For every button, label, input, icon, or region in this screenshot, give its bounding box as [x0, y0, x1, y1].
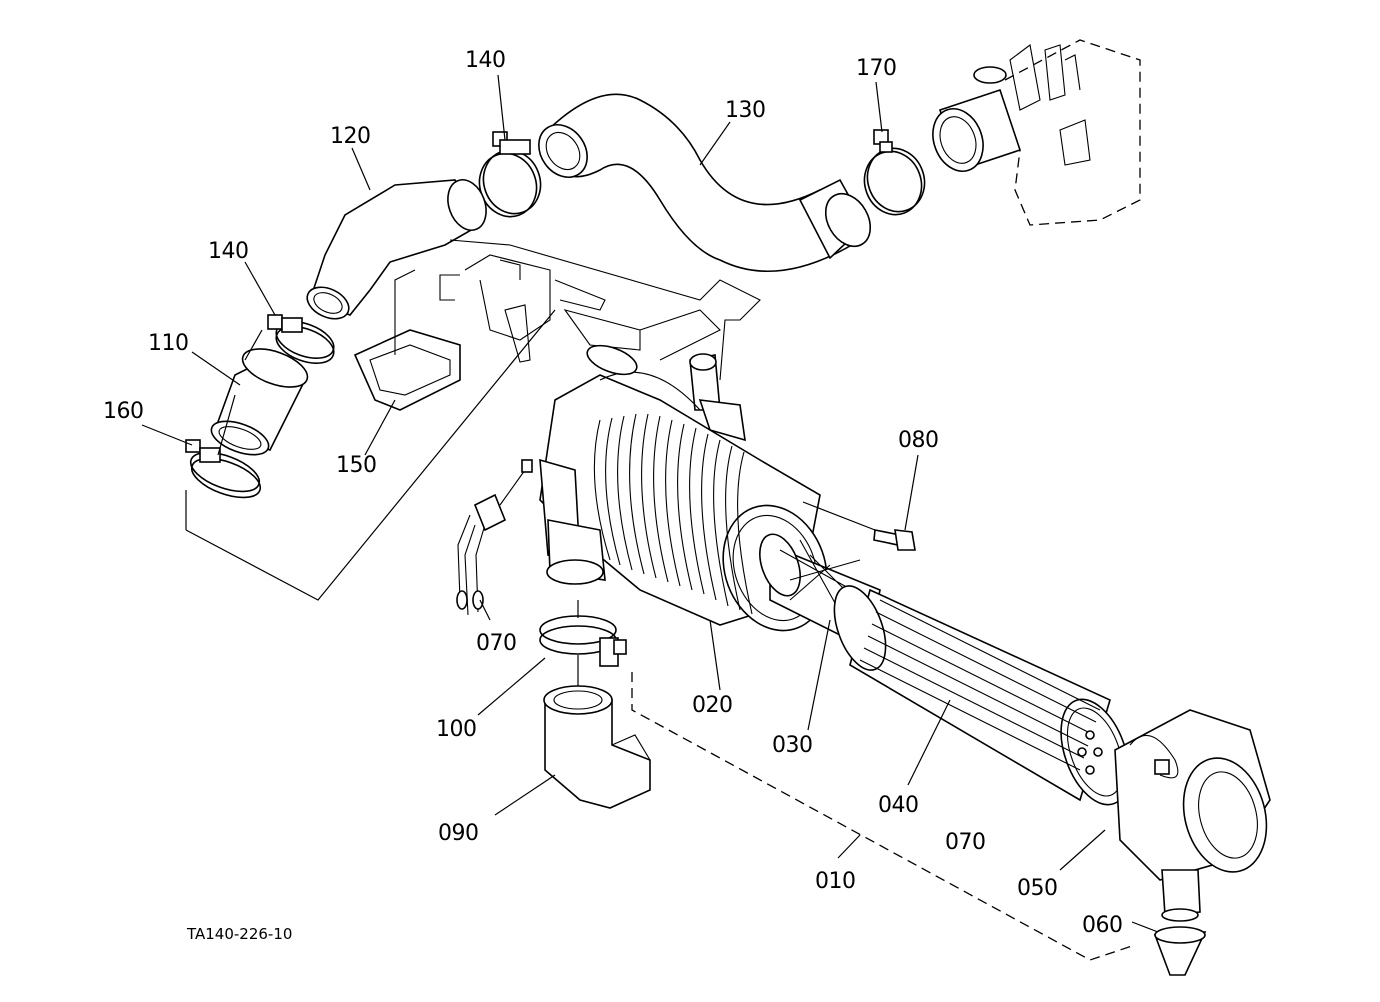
- part-label-030: 030: [772, 733, 813, 758]
- pleat-lines: [859, 599, 1101, 771]
- engine-block-phantom: [973, 39, 1141, 226]
- hose-130: [538, 93, 872, 273]
- elbow-120: [306, 179, 487, 320]
- part-label-090: 090: [438, 821, 479, 846]
- outer-filter-040: [833, 585, 1130, 806]
- part-label-080: 080: [898, 428, 939, 453]
- hose-axis-line: [217, 394, 236, 456]
- clamp-100: [539, 615, 627, 667]
- part-label-020: 020: [692, 693, 733, 718]
- part-label-010: 010: [815, 869, 856, 894]
- part-label-140-upper: 140: [465, 48, 506, 73]
- clamp-160: [185, 439, 262, 499]
- part-label-070: 070: [945, 830, 986, 855]
- diagram-reference-code: TA140-226-10: [186, 925, 292, 943]
- part-label-040: 040: [878, 793, 919, 818]
- bolt-080: [873, 529, 916, 551]
- valve-060: [1153, 869, 1207, 976]
- part-label-060: 060: [1082, 913, 1123, 938]
- assembly-dashed-line: [631, 672, 1136, 961]
- filter-axis-line: [802, 501, 876, 531]
- part-label-110: 110: [148, 331, 189, 356]
- corrugation: [593, 413, 753, 615]
- elbow-090: [543, 685, 651, 809]
- part-label-100: 100: [436, 717, 477, 742]
- clamp-140-lower: [267, 314, 335, 365]
- part-label-130: 130: [725, 98, 766, 123]
- part-label-140-lower: 140: [208, 239, 249, 264]
- part-label-050: 050: [1017, 876, 1058, 901]
- clamp-170: [863, 129, 926, 216]
- part-label-170: 170: [856, 56, 897, 81]
- engine-intake-pipe: [932, 88, 1022, 172]
- hose-axis-line: [244, 329, 263, 361]
- clamp-140-upper: [478, 131, 542, 218]
- assembly-bracket-line: [185, 309, 556, 601]
- mounting-frame: [439, 239, 761, 411]
- part-label-150: 150: [336, 453, 377, 478]
- sensor-070: [456, 459, 533, 616]
- bracket-150: [353, 269, 461, 411]
- cover-050: [1114, 709, 1271, 881]
- part-label-160: 160: [103, 399, 144, 424]
- part-label-120: 120: [330, 124, 371, 149]
- part-label-070-sensor: 070: [476, 631, 517, 656]
- leader-lines: [141, 74, 1159, 933]
